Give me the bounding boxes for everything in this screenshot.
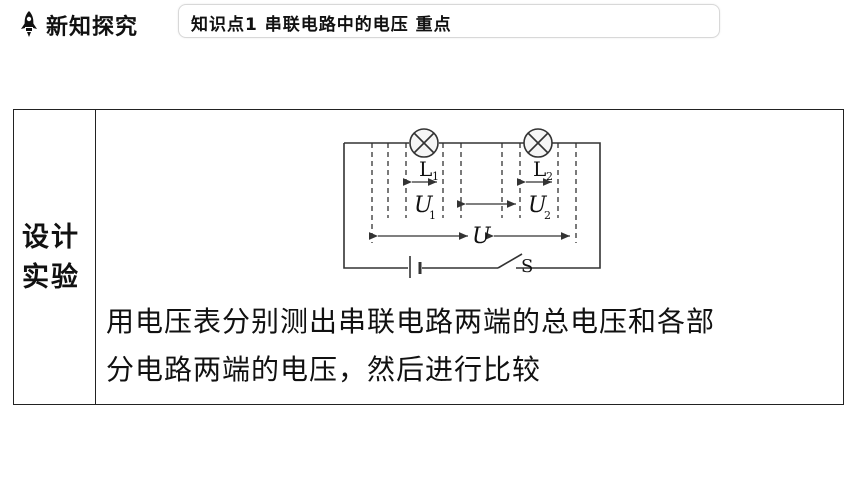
rocket-icon bbox=[21, 11, 37, 37]
u-total-label: U bbox=[472, 224, 492, 249]
topic-box: 知识点1 串联电路中的电压 重点 bbox=[178, 4, 720, 38]
switch-s bbox=[497, 253, 523, 269]
lamp1-subscript: 1 bbox=[432, 170, 439, 183]
experiment-table: 设计 实验 bbox=[13, 109, 844, 405]
label-column: 设计 实验 bbox=[14, 110, 96, 404]
row-label: 设计 实验 bbox=[22, 218, 92, 298]
description-line-1: 用电压表分别测出串联电路两端的总电压和各部 bbox=[106, 305, 716, 338]
battery bbox=[409, 256, 422, 278]
description-line-2: 分电路两端的电压，然后进行比较 bbox=[106, 353, 542, 386]
section-title: 新知探究 bbox=[46, 15, 139, 40]
section-header: 新知探究 知识点1 串联电路中的电压 重点 bbox=[14, 4, 720, 40]
u2-subscript: 2 bbox=[544, 209, 551, 222]
series-circuit-diagram: L 1 L 2 U 1 U 2 U S bbox=[343, 128, 601, 278]
topic-title: 知识点1 串联电路中的电压 重点 bbox=[191, 15, 452, 35]
u1-label: U bbox=[414, 193, 434, 218]
circuit-wire-top-right bbox=[344, 142, 601, 269]
row-label-line-1: 设计 bbox=[22, 222, 80, 253]
circuit-wire-left-bottom bbox=[343, 143, 498, 269]
u1-subscript: 1 bbox=[429, 209, 436, 222]
measure-dashed-lines bbox=[371, 143, 577, 243]
switch-label: S bbox=[521, 256, 533, 277]
u2-label: U bbox=[528, 193, 548, 218]
lamp2-label: L bbox=[533, 157, 546, 181]
lamp1-label: L bbox=[419, 157, 432, 181]
row-label-line-2: 实验 bbox=[22, 262, 80, 293]
lamp2-subscript: 2 bbox=[546, 170, 553, 183]
lamp-l1 bbox=[409, 128, 439, 158]
measure-arrows bbox=[368, 178, 570, 240]
lamp-l2 bbox=[523, 128, 553, 158]
experiment-description: 用电压表分别测出串联电路两端的总电压和各部 分电路两端的电压，然后进行比较 bbox=[106, 298, 826, 394]
